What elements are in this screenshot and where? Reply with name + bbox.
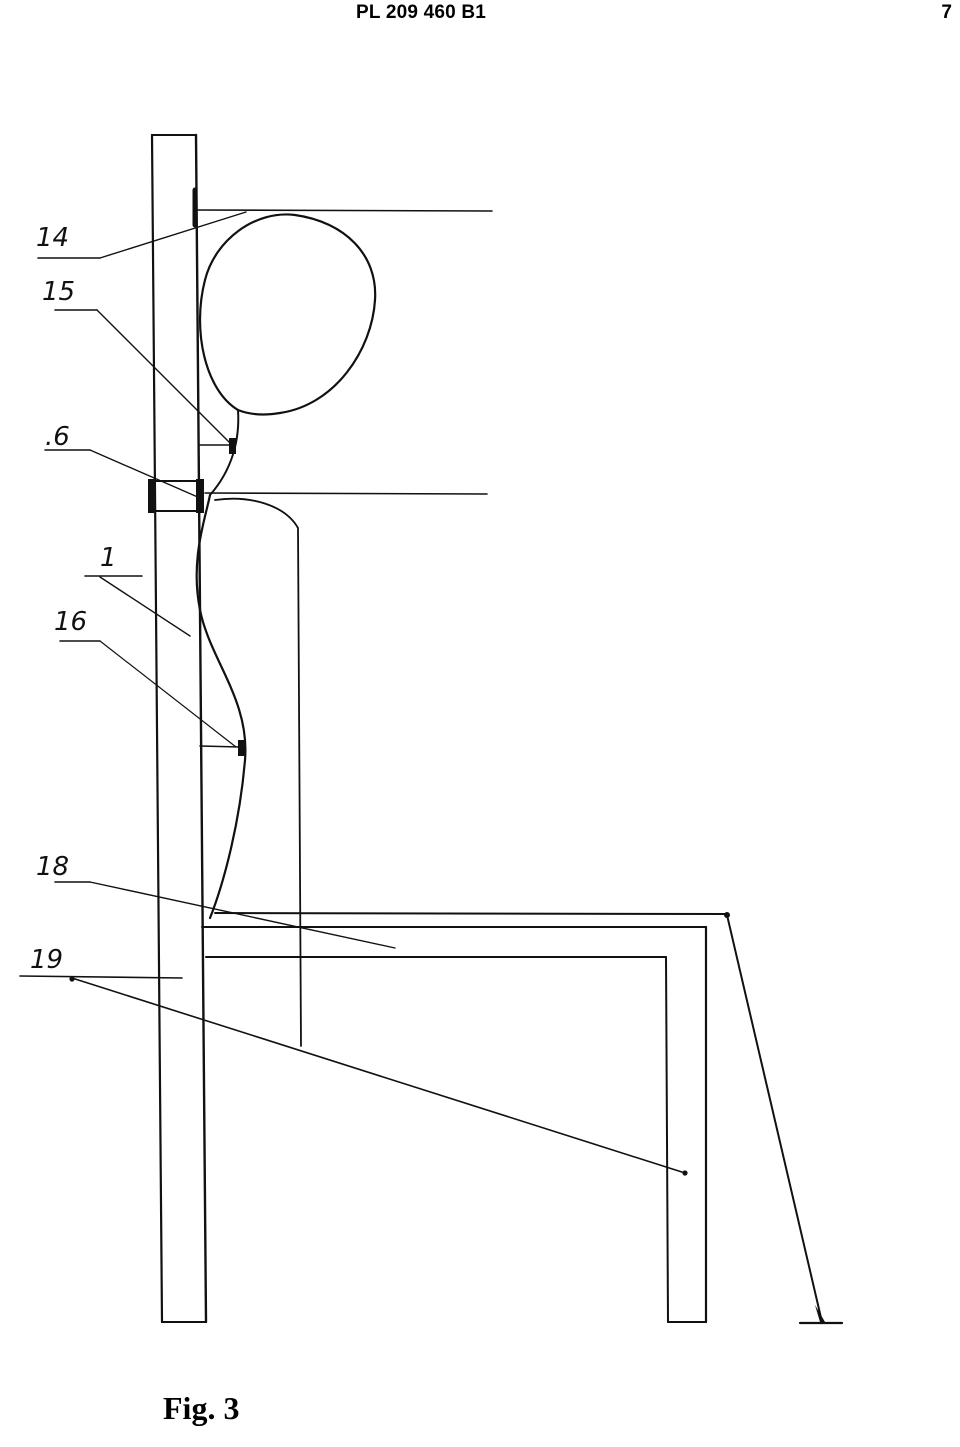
head-outline — [198, 213, 377, 416]
ref-label-16: 16 — [54, 607, 87, 637]
ref-label-14: 14 — [36, 223, 69, 253]
figure-caption: Fig. 3 — [163, 1390, 240, 1426]
shoulder-level-line — [204, 492, 488, 495]
ref-label-18: 18 — [36, 852, 69, 882]
page-header: PL 209 460 B1 7 — [0, 0, 960, 30]
head-level-line — [195, 209, 493, 212]
ref-label-6: .6 — [45, 422, 70, 452]
page-number: 7 — [941, 2, 952, 23]
lumbar-support-arrow — [199, 745, 241, 748]
seat-top-line — [214, 912, 728, 915]
foot-mark — [815, 1305, 825, 1322]
neck-support-pad — [229, 438, 236, 454]
chair-frame — [201, 925, 708, 1324]
backrest-post — [150, 133, 208, 1324]
leg-line — [726, 914, 823, 1323]
document-number: PL 209 460 B1 — [356, 2, 487, 23]
reference-labels: 14 15 .6 1 16 18 19 — [30, 223, 117, 975]
ref-label-19: 19 — [30, 945, 63, 975]
ref-label-15: 15 — [42, 277, 75, 307]
neck-outline — [209, 409, 240, 496]
lumbar-support-pad — [238, 740, 246, 756]
leader-lines — [19, 211, 688, 1176]
ref-label-1: 1 — [100, 543, 117, 573]
back-outline — [195, 493, 247, 920]
clamp-element — [148, 479, 204, 513]
torso-front-outline — [214, 497, 302, 1047]
